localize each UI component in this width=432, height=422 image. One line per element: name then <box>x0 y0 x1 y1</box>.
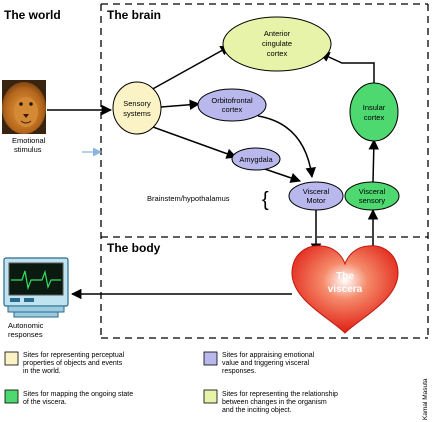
insular-label-1: Insular <box>363 103 386 112</box>
insular-cortex-node <box>349 82 399 142</box>
legend: Sites for representing perceptual proper… <box>4 351 338 414</box>
sensory-systems-label-1: Sensory <box>123 99 151 108</box>
orbitofrontal-cortex-node <box>197 88 267 122</box>
autonomic-responses-label-1: Autonomic <box>8 321 44 330</box>
legend-appraisal-line-2: value and triggering visceral <box>222 360 310 367</box>
visceral-sensory-label-1: Visceral <box>359 187 386 196</box>
anterior-cingulate-label-2: cingulate <box>262 39 292 48</box>
visceral-motor-label-2: Motor <box>306 196 326 205</box>
legend-swatch-perceptual <box>4 351 19 366</box>
legend-perceptual-line-2: properties of objects and events <box>23 360 123 367</box>
legend-mapping-line-2: of the viscera. <box>23 399 67 406</box>
legend-perceptual-line-3: in the world. <box>23 368 61 375</box>
visceral-motor-label-1: Visceral <box>303 187 330 196</box>
orbitofrontal-label-1: Orbitofrontal <box>211 96 253 105</box>
autonomic-responses-label-2: responses <box>8 330 43 339</box>
anterior-cingulate-label-1: Anterior <box>264 29 291 38</box>
emotional-stimulus-label-2: stimulus <box>14 145 42 154</box>
legend-relationship-line-2: between changes in the organism <box>222 399 327 406</box>
region-borders <box>100 3 429 339</box>
section-title-body: The body <box>107 241 161 255</box>
visceral-motor-node <box>288 181 344 211</box>
legend-relationship-line-1: Sites for representing the relationship <box>222 391 338 398</box>
anterior-cingulate-label-3: cortex <box>267 49 288 58</box>
sensory-systems-node <box>112 81 162 135</box>
viscera-label-2: viscera <box>328 284 363 295</box>
viscera-label-1: The <box>336 271 354 282</box>
legend-appraisal-line-3: responses. <box>222 368 256 375</box>
monitor-icon <box>3 257 69 318</box>
legend-swatch-relationship <box>203 389 218 404</box>
visceral-sensory-label-2: sensory <box>359 196 386 205</box>
artist-credit: Kamal Masuta <box>422 378 429 420</box>
insular-label-2: cortex <box>364 113 385 122</box>
legend-relationship-line-3: and the inciting object. <box>222 407 292 414</box>
visceral-sensory-node <box>344 181 400 211</box>
emotional-stimulus-label-1: Emotional <box>12 136 46 145</box>
legend-appraisal-line-1: Sites for appraising emotional <box>222 352 315 359</box>
legend-perceptual-line-1: Sites for representing perceptual <box>23 352 125 359</box>
brainstem-hypothalamus-label: Brainstem/hypothalamus <box>147 194 230 203</box>
lion-face-icon <box>2 80 46 134</box>
anterior-cingulate-cortex-node <box>222 16 332 72</box>
orbitofrontal-label-2: cortex <box>222 105 243 114</box>
sensory-systems-label-2: systems <box>123 109 151 118</box>
section-title-world: The world <box>4 8 61 22</box>
legend-mapping-line-1: Sites for mapping the ongoing state <box>23 391 133 398</box>
legend-swatch-appraisal <box>203 351 218 366</box>
heart-viscera-icon <box>291 245 399 334</box>
amygdala-node <box>231 147 281 171</box>
section-title-brain: The brain <box>107 8 161 22</box>
brace-icon: { <box>262 189 269 211</box>
legend-swatch-mapping <box>4 389 19 404</box>
brain-connections <box>148 45 380 255</box>
amygdala-label: Amygdala <box>239 155 273 164</box>
